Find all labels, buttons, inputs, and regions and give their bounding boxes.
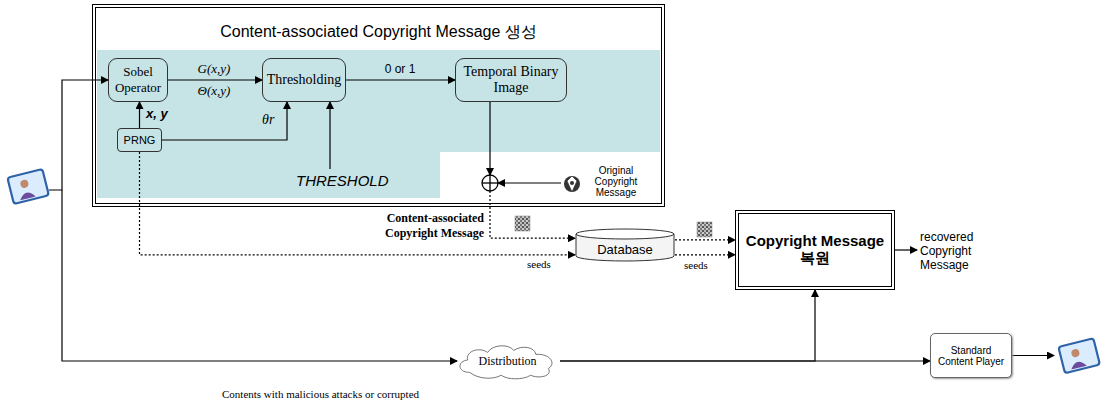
noise-image bbox=[515, 216, 530, 231]
output-content-icon bbox=[1058, 338, 1099, 373]
threshold-wire bbox=[329, 102, 330, 169]
text-wrap: Standard Content Player bbox=[935, 345, 1007, 367]
text-wrap: Database bbox=[597, 242, 653, 257]
input-content-icon bbox=[7, 169, 48, 204]
xor-symbol bbox=[482, 175, 498, 191]
process-box: Temporal Binary Image bbox=[455, 58, 567, 102]
distribution-cloud: Distribution bbox=[455, 342, 560, 380]
icon-person bbox=[20, 179, 30, 189]
edge-label: x, y bbox=[146, 106, 168, 121]
output-wire bbox=[895, 249, 917, 250]
node-title: Standard Content Player bbox=[935, 345, 1007, 367]
connector bbox=[139, 102, 140, 128]
node-title: PRNG bbox=[124, 134, 156, 146]
output-label: recovered Copyright Message bbox=[920, 230, 1000, 272]
node-title: Temporal Binary Image bbox=[461, 64, 561, 96]
threshold-label: THRESHOLD bbox=[296, 172, 389, 189]
input-wire bbox=[49, 80, 108, 190]
copyright-emblem bbox=[564, 176, 580, 192]
message-wire bbox=[490, 191, 575, 238]
text-wrap: Distribution bbox=[478, 354, 536, 369]
text-wrap: Temporal Binary Image bbox=[461, 64, 561, 96]
edge-label: seeds bbox=[684, 259, 708, 271]
connector bbox=[162, 102, 287, 140]
xor-input-wire bbox=[489, 102, 490, 175]
xor-circle bbox=[482, 175, 498, 191]
cylinder-top bbox=[576, 229, 674, 239]
node-title: Database bbox=[597, 242, 653, 257]
text-wrap: Sobel Operator bbox=[112, 64, 164, 96]
edge-label: θr bbox=[262, 112, 274, 128]
text-wrap: Copyright Message 복원 bbox=[745, 232, 885, 268]
icon-frame bbox=[7, 169, 48, 204]
icon-person bbox=[19, 191, 36, 201]
xor-cross bbox=[489, 175, 490, 191]
database-cylinder: Database bbox=[575, 228, 675, 262]
note-label: Original Copyright Message bbox=[584, 165, 648, 198]
text-wrap: Content-associated Copyright Message 생성 bbox=[96, 22, 661, 43]
text-wrap: PRNG bbox=[124, 134, 156, 146]
icon-person bbox=[1070, 360, 1087, 370]
node-title: Thresholding bbox=[267, 72, 342, 88]
recovery-box: Copyright Message 복원 bbox=[735, 210, 895, 290]
emblem-detail bbox=[567, 176, 577, 192]
note-label: Content-associated Copyright Message bbox=[366, 211, 484, 241]
edge-label: 0 or 1 bbox=[385, 62, 416, 76]
icon-frame bbox=[1058, 338, 1099, 373]
connector bbox=[675, 239, 735, 240]
emblem-body bbox=[564, 176, 580, 192]
process-box: Sobel Operator bbox=[108, 58, 168, 102]
noise-image bbox=[697, 222, 712, 237]
connector bbox=[346, 79, 455, 80]
player-box: Standard Content Player bbox=[930, 333, 1012, 378]
edge-label: G(x,y) bbox=[198, 61, 231, 77]
signal-label: Θ(x,y) bbox=[198, 83, 231, 99]
icon-person bbox=[1071, 348, 1081, 358]
connector bbox=[168, 79, 262, 80]
edge-label: seeds bbox=[527, 258, 551, 270]
generation-region bbox=[97, 50, 660, 198]
node-title: Distribution bbox=[478, 354, 536, 369]
node-title: Content-associated Copyright Message 생성 bbox=[96, 22, 661, 43]
generator-box: PRNG bbox=[117, 128, 162, 152]
emblem-detail bbox=[570, 181, 574, 185]
text-wrap: Thresholding bbox=[267, 72, 342, 88]
caption-note: Contents with malicious attacks or corru… bbox=[222, 388, 419, 400]
connector bbox=[560, 290, 815, 361]
node-title: Sobel Operator bbox=[112, 64, 164, 96]
connector bbox=[675, 254, 735, 255]
node-title: Copyright Message 복원 bbox=[745, 232, 885, 268]
xor-input-wire bbox=[498, 182, 561, 183]
output-wire bbox=[1012, 355, 1054, 356]
process-box: Thresholding bbox=[262, 58, 346, 102]
cloud-shape bbox=[460, 346, 552, 379]
